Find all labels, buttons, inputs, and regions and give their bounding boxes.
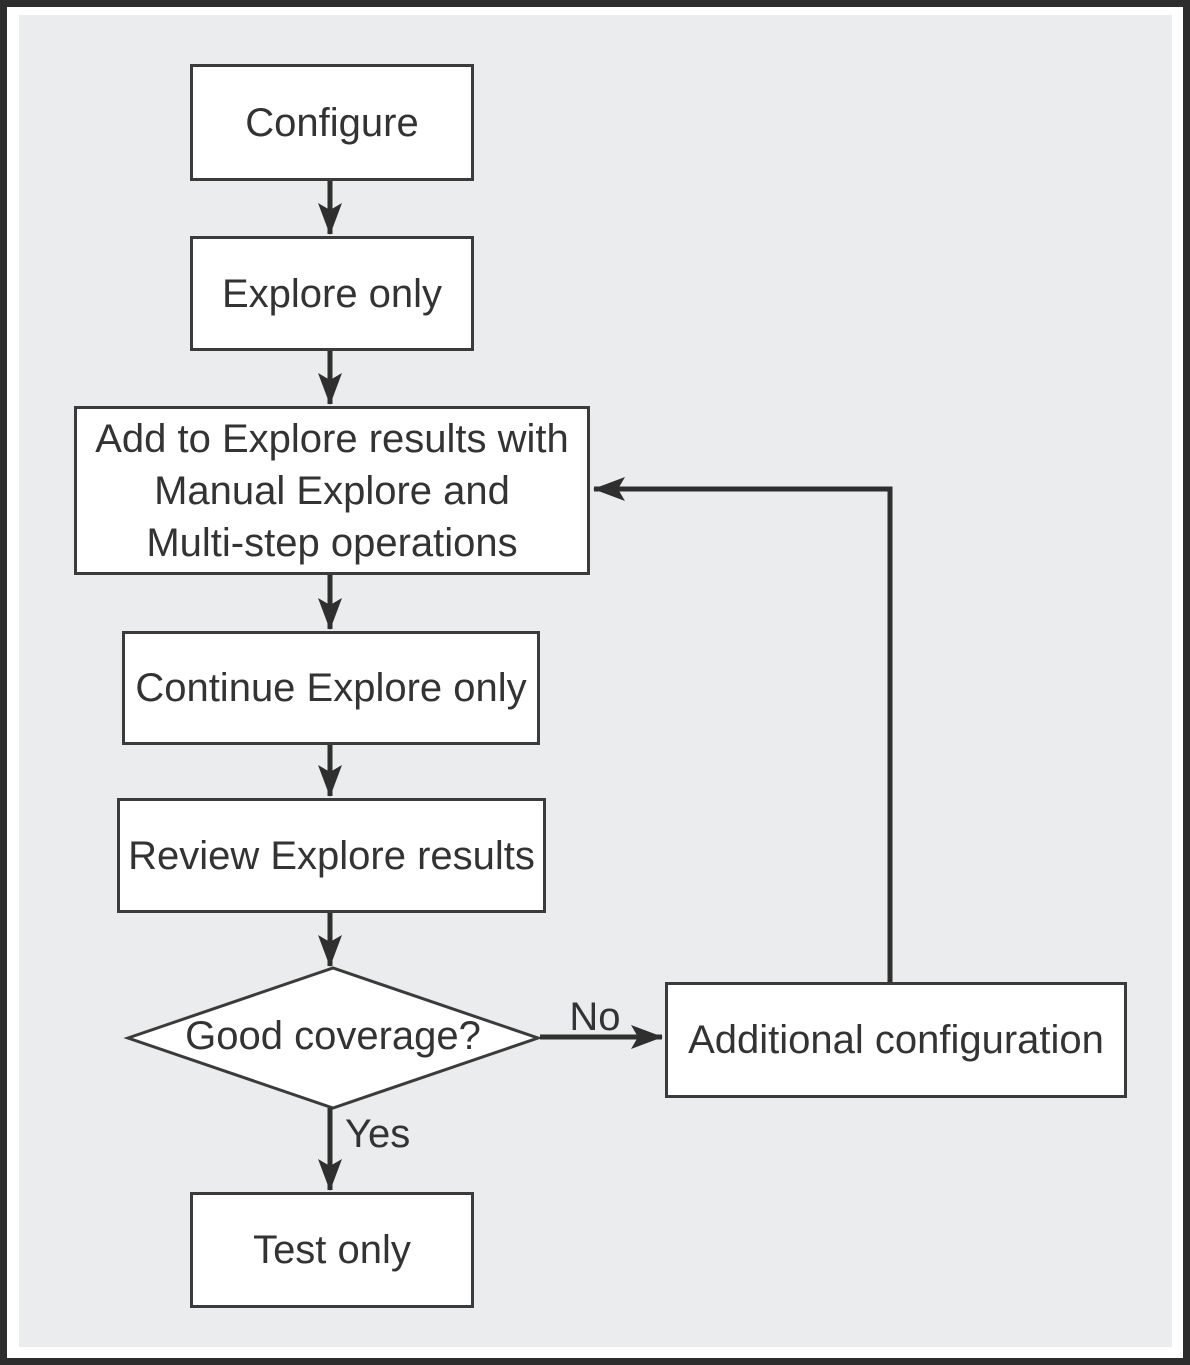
node-explore-only: Explore only bbox=[190, 236, 474, 351]
node-add-explore-line-3: Multi-step operations bbox=[146, 520, 518, 565]
node-add-explore-results: Add to Explore results with Manual Explo… bbox=[74, 406, 590, 575]
node-configure-label: Configure bbox=[245, 100, 419, 145]
edge-label-no: No bbox=[569, 995, 621, 1039]
node-review-results-label: Review Explore results bbox=[128, 833, 535, 878]
node-explore-only-label: Explore only bbox=[221, 271, 443, 316]
edge-label-yes: Yes bbox=[345, 1112, 411, 1156]
node-additional-config-label: Additional configuration bbox=[688, 1018, 1104, 1062]
decision-good-coverage-label: Good coverage? bbox=[185, 1014, 481, 1058]
node-add-explore-line-1: Add to Explore results with bbox=[95, 416, 569, 461]
node-additional-configuration: Additional configuration bbox=[665, 982, 1127, 1098]
node-add-explore-line-2: Manual Explore and bbox=[154, 468, 510, 513]
node-test-only-label: Test only bbox=[253, 1228, 411, 1272]
node-review-explore-results: Review Explore results bbox=[117, 798, 546, 913]
node-configure: Configure bbox=[190, 64, 474, 181]
node-continue-explore-label: Continue Explore only bbox=[135, 666, 527, 710]
node-test-only: Test only bbox=[190, 1192, 474, 1308]
node-continue-explore-only: Continue Explore only bbox=[122, 631, 540, 745]
